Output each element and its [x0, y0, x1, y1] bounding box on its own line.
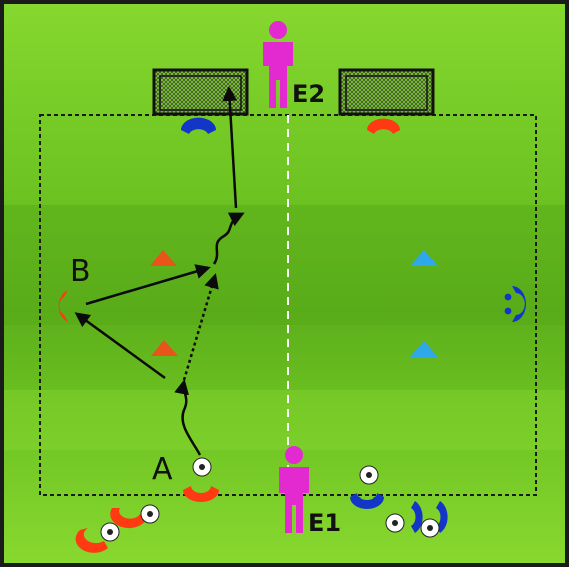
- soccer-ball-icon: [140, 504, 160, 524]
- trainer-e1-icon: [279, 446, 309, 533]
- trainer-e2-icon: [263, 21, 293, 108]
- soccer-ball-icon: [192, 457, 212, 477]
- pass-b-return: [85, 264, 211, 306]
- cone-icon: [150, 250, 177, 266]
- soccer-ball-icon: [100, 522, 120, 542]
- player-blue-bottom-right-1: [411, 501, 423, 533]
- cone-icon: [151, 340, 178, 356]
- trainer-e2-label: E2: [292, 80, 325, 108]
- player-b-label: B: [70, 254, 91, 289]
- pitch-band: [4, 390, 565, 450]
- trainer-e1-label: E1: [308, 509, 341, 537]
- soccer-ball-icon: [420, 518, 440, 538]
- goalkeeper-red-top: [367, 118, 400, 134]
- cone-icon: [410, 341, 438, 357]
- drill-arrows: [74, 86, 245, 456]
- dribble-path-to-goal: [212, 212, 245, 265]
- pass-a-to-b: [74, 312, 166, 380]
- player-red-bottom-left-2: [75, 528, 108, 553]
- player-blue-bottom-centre: [350, 493, 384, 509]
- shot-on-goal: [222, 86, 238, 209]
- player-a-label: A: [152, 452, 173, 487]
- player-blue-right: [504, 286, 526, 322]
- dribble-path-a: [174, 379, 202, 456]
- pitch-band: [4, 205, 565, 325]
- goal-left: [152, 68, 249, 116]
- player-red-bottom-left-1: [110, 508, 146, 529]
- goal-right: [338, 68, 435, 116]
- player-b-marker: [58, 290, 68, 322]
- soccer-ball-icon: [359, 465, 379, 485]
- goalkeeper-blue-top: [181, 117, 216, 134]
- cone-icon: [410, 250, 438, 266]
- player-a-marker: [183, 486, 219, 502]
- soccer-ball-icon: [385, 513, 405, 533]
- run-a-dotted: [182, 273, 219, 381]
